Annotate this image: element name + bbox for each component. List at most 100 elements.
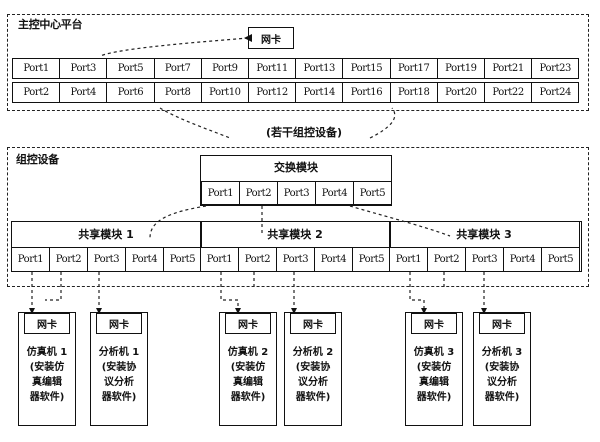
port-label: Port21 xyxy=(492,63,524,74)
port-label: Port12 xyxy=(256,87,288,98)
arrow-ana2 xyxy=(291,308,297,314)
device-label: 仿真机 3 (安装仿 真编辑 器软件) xyxy=(413,347,455,403)
port-label: Port2 xyxy=(55,254,82,265)
port-label: Port17 xyxy=(397,63,430,74)
main-platform-port: Port24 xyxy=(531,82,580,103)
shared-module-title: 共享模块 2 xyxy=(267,228,323,241)
port-label: Port5 xyxy=(547,254,574,265)
port-label: Port7 xyxy=(164,63,191,74)
device-nic: 网卡 xyxy=(96,313,142,334)
port-label: Port19 xyxy=(445,63,477,74)
device-label: 仿真机 2 (安装仿 真编辑 器软件) xyxy=(227,347,269,403)
link-m2-p1-sim2 xyxy=(220,272,239,312)
link-nic-to-ports xyxy=(99,37,249,57)
port-label: Port20 xyxy=(445,87,477,98)
port-label: Port2 xyxy=(433,254,460,265)
arrow-sim1 xyxy=(29,308,35,314)
main-platform-port: Port15 xyxy=(342,58,391,79)
port-label: Port3 xyxy=(282,254,309,265)
main-platform-port: Port17 xyxy=(389,58,438,79)
port-label: Port2 xyxy=(244,254,271,265)
port-label: Port1 xyxy=(23,63,49,74)
port-label: Port4 xyxy=(320,254,347,265)
port-label: Port5 xyxy=(358,254,385,265)
several-groups-caption: (若干组控设备) xyxy=(266,126,343,139)
port-label: Port18 xyxy=(397,87,430,98)
port-label: Port4 xyxy=(70,87,97,98)
main-platform-nic: 网卡 xyxy=(248,27,294,49)
port-label: Port4 xyxy=(131,254,158,265)
port-label: Port13 xyxy=(303,63,336,74)
link-switch-to-module1 xyxy=(149,205,207,239)
main-platform-title: 主控中心平台 xyxy=(18,18,83,31)
link-m3-p1-sim3 xyxy=(409,272,425,312)
port-label: Port1 xyxy=(395,254,422,265)
port-label: Port23 xyxy=(539,63,572,74)
port-label: Port5 xyxy=(169,254,196,265)
shared-module-port: Port1 xyxy=(11,247,50,272)
shared-module-port: Port5 xyxy=(163,247,202,272)
group-control-title: 组控设备 xyxy=(16,153,59,166)
port-label: Port24 xyxy=(539,87,572,98)
port-label: Port11 xyxy=(256,63,288,74)
shared-module-port: Port3 xyxy=(465,247,504,272)
port-label: Port4 xyxy=(321,187,348,199)
link-switch-to-module3 xyxy=(349,205,451,237)
shared-module-port: Port2 xyxy=(49,247,88,272)
main-platform-port: Port20 xyxy=(436,82,485,103)
port-label: Port5 xyxy=(359,187,386,199)
port-label: Port2 xyxy=(23,87,49,98)
main-platform-port: Port3 xyxy=(59,58,108,79)
shared-module-port: Port2 xyxy=(427,247,466,272)
switch-module-port: Port2 xyxy=(239,181,278,205)
shared-module-port: Port4 xyxy=(503,247,542,272)
device-nic: 网卡 xyxy=(479,313,525,334)
port-label: Port1 xyxy=(17,254,44,265)
port-label: Port6 xyxy=(117,87,144,98)
shared-module-port: Port1 xyxy=(389,247,428,272)
main-platform-port: Port23 xyxy=(531,58,580,79)
port-label: Port1 xyxy=(207,187,234,199)
shared-module-port: Port3 xyxy=(276,247,315,272)
link-platform-to-switch xyxy=(159,107,231,139)
shared-module-port: Port5 xyxy=(352,247,391,272)
shared-module-title: 共享模块 1 xyxy=(78,228,134,241)
shared-module-port: Port1 xyxy=(200,247,239,272)
port-label: Port3 xyxy=(471,254,498,265)
device-label: 分析机 3 (安装协 议分析 器软件) xyxy=(481,347,523,403)
main-platform-port: Port14 xyxy=(295,82,344,103)
main-platform-region xyxy=(7,14,589,111)
arrow-sim2 xyxy=(235,308,241,314)
port-label: Port3 xyxy=(93,254,120,265)
port-label: Port2 xyxy=(245,187,272,199)
link-m1-p2-sim1 xyxy=(45,272,62,301)
port-label: Port9 xyxy=(212,63,238,74)
shared-module-port: Port4 xyxy=(125,247,164,272)
switch-module-port: Port3 xyxy=(277,181,316,205)
main-platform-port: Port8 xyxy=(153,82,202,103)
device-nic: 网卡 xyxy=(225,313,271,334)
device-nic: 网卡 xyxy=(290,313,336,334)
port-label: Port5 xyxy=(117,63,144,74)
port-label: Port10 xyxy=(209,87,241,98)
arrow-ana3 xyxy=(481,308,487,314)
group-control-region xyxy=(7,147,589,287)
device-label: 分析机 2 (安装协 议分析 器软件) xyxy=(292,347,334,403)
arrow-sim3 xyxy=(421,308,427,314)
main-platform-port: Port5 xyxy=(106,58,155,79)
port-label: Port3 xyxy=(70,63,97,74)
port-label: Port3 xyxy=(283,187,310,199)
switch-module-port: Port5 xyxy=(353,181,392,205)
device-label: 仿真机 1 (安装仿 真编辑 器软件) xyxy=(26,347,68,403)
port-label: Port22 xyxy=(492,87,524,98)
main-platform-port: Port16 xyxy=(342,82,391,103)
arrow-ana1 xyxy=(96,308,102,314)
shared-module-port: Port4 xyxy=(314,247,353,272)
switch-module-title: 交换模块 xyxy=(274,161,318,174)
device-nic: 网卡 xyxy=(411,313,457,334)
main-platform-port: Port2 xyxy=(12,82,61,103)
main-platform-port: Port7 xyxy=(153,58,202,79)
port-label: Port16 xyxy=(350,87,383,98)
port-label: Port15 xyxy=(350,63,383,74)
